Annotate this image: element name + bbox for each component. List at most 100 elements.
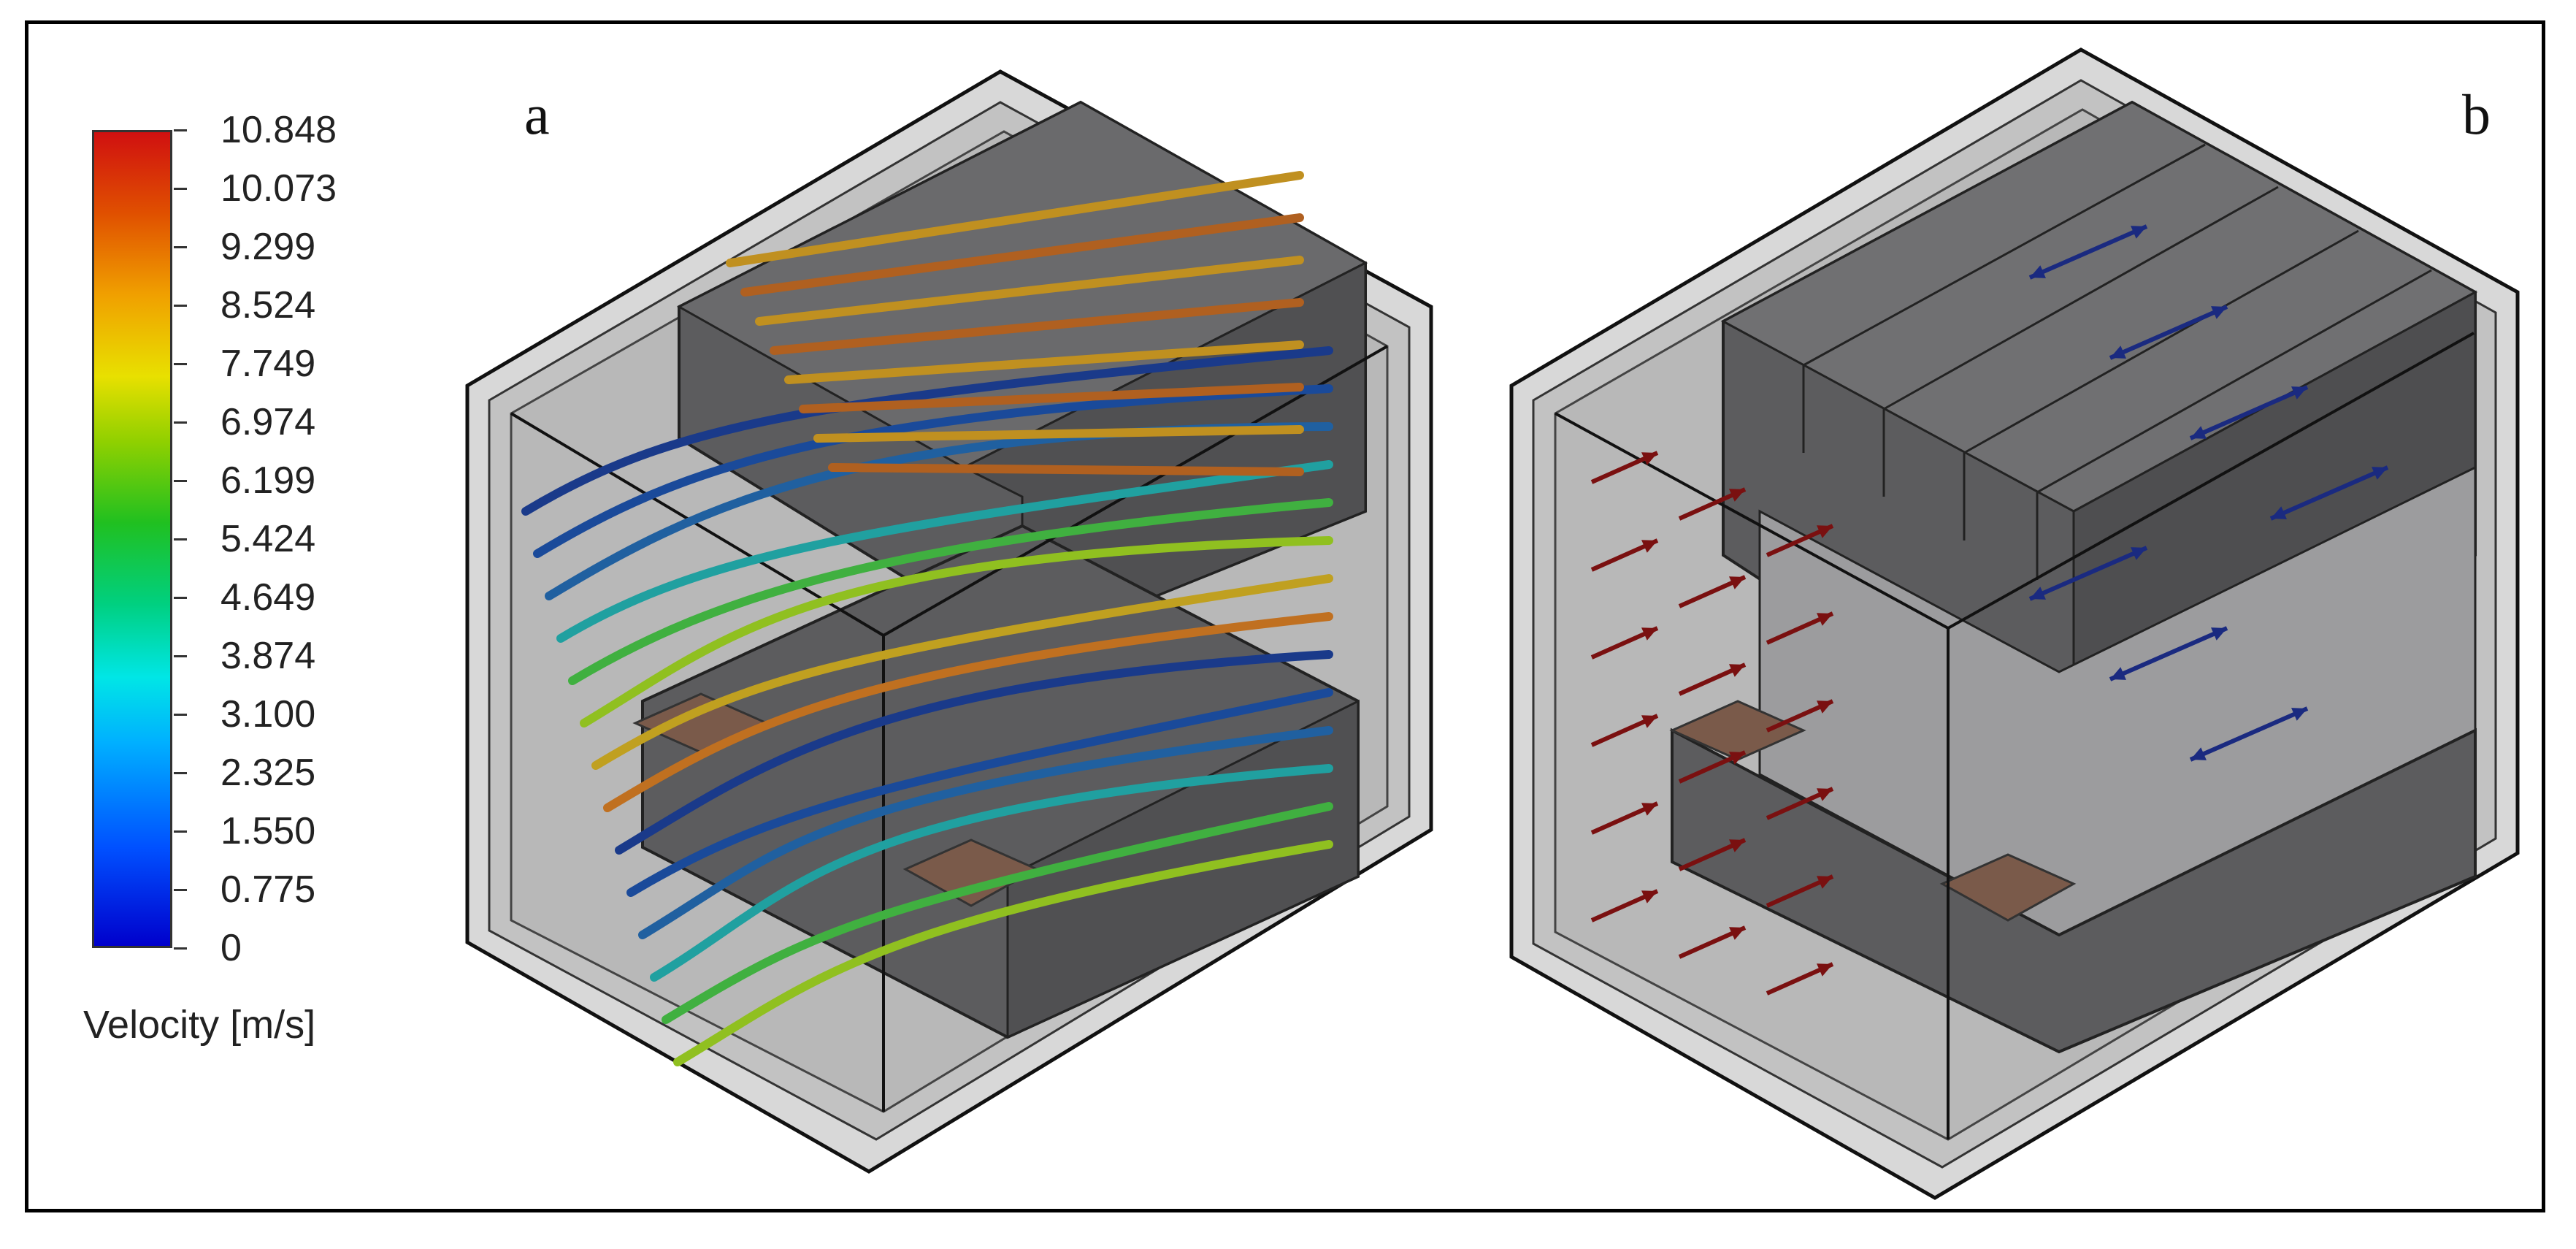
housing-inner-edges-b [1555, 332, 2475, 1139]
flow-arrow-head [2271, 506, 2287, 519]
colorbar-tick-label: 10.073 [221, 167, 337, 210]
colorbar-tick [174, 772, 187, 774]
streamline [755, 256, 1304, 326]
flow-arrow-head [1641, 540, 1657, 553]
colorbar-tick [174, 714, 187, 716]
colorbar-tick [174, 246, 187, 248]
streamline [770, 298, 1304, 355]
streamline [673, 840, 1333, 1066]
flow-arrow-shaft [2269, 465, 2389, 521]
flow-arrow-head [1817, 525, 1833, 538]
streamline [556, 460, 1333, 643]
colorbar-tick [174, 830, 187, 833]
streamline [521, 346, 1333, 516]
streamline [638, 726, 1333, 939]
streamline [568, 498, 1333, 685]
panel-label-a: a [524, 83, 550, 146]
streamline [626, 688, 1333, 897]
flow-arrow-head [2110, 345, 2126, 359]
colorbar-tick-label: 0 [221, 927, 242, 969]
flow-arrow-head [2110, 667, 2126, 680]
outlet-arrows-b [2028, 224, 2389, 762]
streamline [615, 650, 1333, 855]
colorbar-tick [174, 480, 187, 482]
flow-arrow-head [1729, 489, 1745, 502]
flow-arrow-head [2030, 587, 2046, 600]
colorbar-tick-label: 6.974 [221, 401, 316, 443]
colorbar-tick-label: 2.325 [221, 752, 316, 794]
colorbar-tick-label: 3.100 [221, 693, 316, 736]
streamline [740, 213, 1304, 297]
panel-label-b: b [2462, 83, 2491, 146]
inlet-arrows-b [1590, 451, 1834, 996]
streamlines-a [521, 171, 1333, 1066]
streamline [813, 425, 1304, 443]
flow-arrow-head [1641, 452, 1657, 465]
flow-arrow-head [2131, 547, 2147, 560]
velocity-legend: 10.848 10.073 9.299 8.524 7.749 6.974 6.199 5.4… [83, 111, 410, 1075]
colorbar-tick [174, 538, 187, 541]
flow-arrow-shaft [2109, 305, 2228, 360]
streamline [580, 536, 1333, 727]
flow-arrow-head [2372, 467, 2388, 480]
flow-arrow-head [1729, 664, 1745, 677]
colorbar-tick-label: 4.649 [221, 576, 316, 619]
streamline [784, 340, 1304, 384]
colorbar-tick-label: 10.848 [221, 109, 337, 151]
flow-arrow-head [1817, 963, 1833, 977]
flow-arrow-head [1817, 613, 1833, 626]
flow-arrow-head [1729, 839, 1745, 852]
streamline [662, 802, 1333, 1024]
flow-arrow-head [1729, 927, 1745, 940]
flow-arrow-head [2211, 627, 2227, 641]
colorbar-tick-label: 5.424 [221, 518, 316, 560]
colorbar-tick [174, 188, 187, 190]
flow-arrow-head [1817, 788, 1833, 801]
colorbar-tick [174, 129, 187, 131]
colorbar-tick [174, 655, 187, 657]
colorbar-tick [174, 305, 187, 307]
colorbar-tick [174, 947, 187, 950]
colorbar-tick-label: 6.199 [221, 459, 316, 502]
flow-arrow-shaft [2189, 706, 2309, 762]
flow-arrow-head [2190, 747, 2207, 760]
colorbar-tick-label: 9.299 [221, 226, 316, 268]
streamline [799, 383, 1304, 413]
colorbar-tick-label: 8.524 [221, 284, 316, 326]
flow-arrow-head [2131, 226, 2147, 239]
streamline [591, 574, 1333, 770]
flow-arrow-head [2030, 265, 2046, 278]
flow-arrow-head [1641, 890, 1657, 904]
colorbar-tick [174, 363, 187, 365]
flow-arrow-shaft [2028, 546, 2148, 601]
colorbar-tick [174, 889, 187, 891]
flow-arrow-head [2291, 708, 2307, 721]
flow-arrow-head [1641, 715, 1657, 728]
flow-arrow-head [1817, 876, 1833, 889]
colorbar [92, 130, 172, 948]
flow-arrow-shaft [2028, 224, 2148, 280]
flow-arrow-head [2291, 386, 2307, 400]
flow-arrow-head [1817, 700, 1833, 714]
streamline [726, 171, 1304, 267]
flow-arrow-head [1641, 803, 1657, 816]
colorbar-tick-label: 1.550 [221, 810, 316, 852]
flow-arrow-head [1729, 752, 1745, 765]
streamline [828, 463, 1304, 476]
colorbar-tick [174, 597, 187, 599]
flow-arrow-head [1641, 627, 1657, 641]
colorbar-tick-label: 0.775 [221, 868, 316, 911]
legend-title: Velocity [m/s] [83, 1003, 316, 1047]
streamline [603, 612, 1333, 812]
flow-arrow-head [2211, 306, 2227, 319]
streamline [650, 764, 1333, 982]
colorbar-tick [174, 421, 187, 424]
flow-arrow-head [2190, 426, 2207, 439]
heatsink-columns-b [1669, 465, 2477, 1054]
flow-arrow-head [1729, 576, 1745, 589]
flow-arrow-shaft [2109, 626, 2228, 681]
colorbar-tick-label: 3.874 [221, 635, 316, 677]
colorbar-tick-label: 7.749 [221, 343, 316, 385]
